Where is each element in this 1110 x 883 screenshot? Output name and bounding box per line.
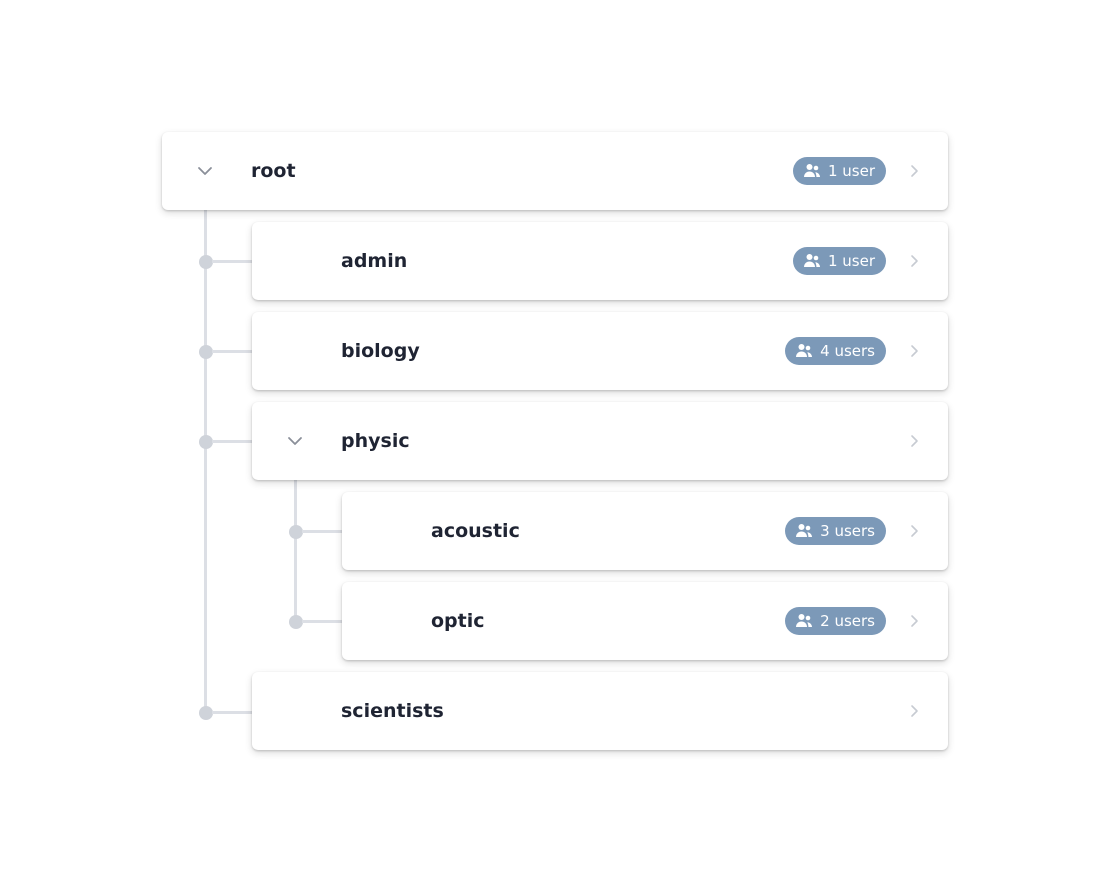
user-count-text: 2 users <box>820 612 875 630</box>
tree-node-label: acoustic <box>431 520 520 542</box>
users-icon <box>796 344 813 357</box>
chevron-right-icon[interactable] <box>904 431 924 451</box>
tree-connector-physic <box>294 480 297 623</box>
tree-node-acoustic[interactable]: acoustic 3 users <box>342 492 948 570</box>
chevron-down-icon[interactable] <box>190 156 220 186</box>
chevron-right-icon[interactable] <box>904 161 924 181</box>
chevron-right-icon[interactable] <box>904 611 924 631</box>
tree-connector-branch <box>212 711 252 714</box>
chevron-right-icon[interactable] <box>904 251 924 271</box>
tree-connector-dot <box>199 706 213 720</box>
tree-connector-branch <box>302 620 342 623</box>
tree-node-optic[interactable]: optic 2 users <box>342 582 948 660</box>
tree-connector-branch <box>212 440 252 443</box>
tree-connector-branch <box>212 350 252 353</box>
user-count-text: 1 user <box>827 252 875 270</box>
chevron-down-icon[interactable] <box>280 426 310 456</box>
user-count-text: 1 user <box>827 162 875 180</box>
tree-connector-branch <box>212 260 252 263</box>
tree-node-label: root <box>251 160 296 182</box>
tree-node-admin[interactable]: admin 1 user <box>252 222 948 300</box>
users-icon <box>796 524 813 537</box>
users-icon <box>803 254 820 267</box>
tree-node-scientists[interactable]: scientists <box>252 672 948 750</box>
tree-connector-dot <box>289 525 303 539</box>
user-count-badge[interactable]: 4 users <box>785 337 886 365</box>
users-icon <box>796 614 813 627</box>
tree-node-label: biology <box>341 340 420 362</box>
user-count-text: 3 users <box>820 522 875 540</box>
tree-node-label: physic <box>341 430 410 452</box>
users-icon <box>803 164 820 177</box>
tree-node-biology[interactable]: biology 4 users <box>252 312 948 390</box>
tree-node-label: scientists <box>341 700 444 722</box>
tree-connector-branch <box>302 530 342 533</box>
tree-connector-root <box>204 210 207 713</box>
tree-connector-dot <box>289 615 303 629</box>
tree-node-label: admin <box>341 250 408 272</box>
chevron-right-icon[interactable] <box>904 701 924 721</box>
chevron-right-icon[interactable] <box>904 521 924 541</box>
tree-node-label: optic <box>431 610 485 632</box>
user-count-badge[interactable]: 3 users <box>785 517 886 545</box>
tree-connector-dot <box>199 435 213 449</box>
tree-node-physic[interactable]: physic <box>252 402 948 480</box>
tree-connector-dot <box>199 345 213 359</box>
user-count-badge[interactable]: 1 user <box>792 157 886 185</box>
tree-node-root[interactable]: root 1 user <box>162 132 948 210</box>
chevron-right-icon[interactable] <box>904 341 924 361</box>
user-count-badge[interactable]: 2 users <box>785 607 886 635</box>
user-count-badge[interactable]: 1 user <box>792 247 886 275</box>
tree-connector-dot <box>199 255 213 269</box>
user-count-text: 4 users <box>820 342 875 360</box>
